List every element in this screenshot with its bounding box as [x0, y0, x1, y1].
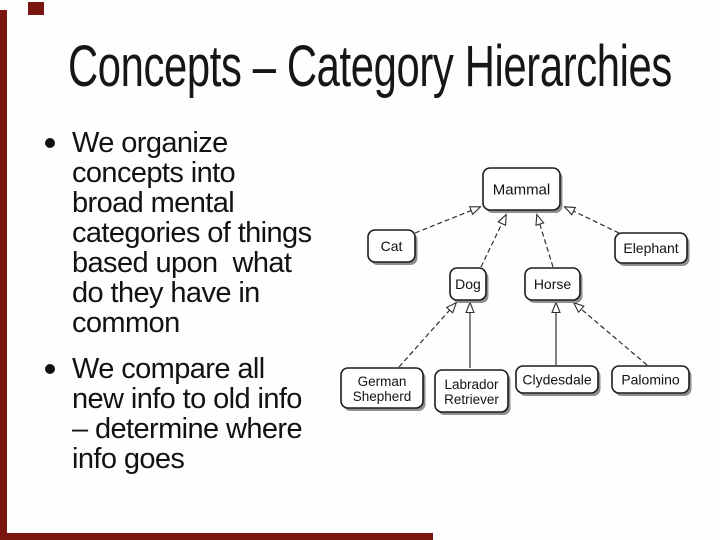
node-label: Horse: [534, 276, 572, 292]
bullet-item-compare: We compare all new info to old info – de…: [44, 354, 354, 474]
edge-dog-to-mammal: [480, 213, 507, 268]
slide-title: Concepts – Category Hierarchies: [68, 34, 672, 99]
bullet-list: We organize concepts into broad mental c…: [44, 128, 354, 474]
node-palomino: Palomino: [611, 365, 692, 396]
edge-elephant-to-mammal: [563, 206, 620, 234]
node-dog: Dog: [449, 267, 489, 303]
node-cat: Cat: [367, 229, 418, 265]
node-label: Dog: [455, 276, 481, 292]
bullet-text: We organize concepts into broad mental c…: [72, 127, 312, 339]
bullet-item-organize: We organize concepts into broad mental c…: [44, 128, 354, 338]
edge-german-shepherd-to-dog: [398, 301, 458, 368]
node-label: Clydesdale: [522, 371, 591, 387]
slide-edge-accent-left: [0, 10, 7, 540]
node-label: Mammal: [493, 181, 551, 198]
node-mammal: Mammal: [482, 167, 563, 213]
edge-palomino-to-horse: [572, 301, 648, 366]
edge-horse-to-mammal: [535, 213, 554, 268]
slide-edge-accent-bottom: [0, 533, 433, 540]
node-horse: Horse: [524, 267, 583, 303]
slide-corner-accent-square: [28, 2, 44, 15]
node-elephant: Elephant: [614, 232, 690, 266]
bullet-dot-icon: [45, 138, 55, 148]
node-clydesdale: Clydesdale: [515, 365, 601, 396]
node-label: Cat: [381, 238, 403, 254]
node-label: Elephant: [623, 240, 678, 256]
bullet-text: We compare all new info to old info – de…: [72, 353, 303, 475]
edge-cat-to-mammal: [414, 206, 482, 234]
bullet-dot-icon: [45, 364, 55, 374]
node-label: Palomino: [621, 371, 680, 387]
